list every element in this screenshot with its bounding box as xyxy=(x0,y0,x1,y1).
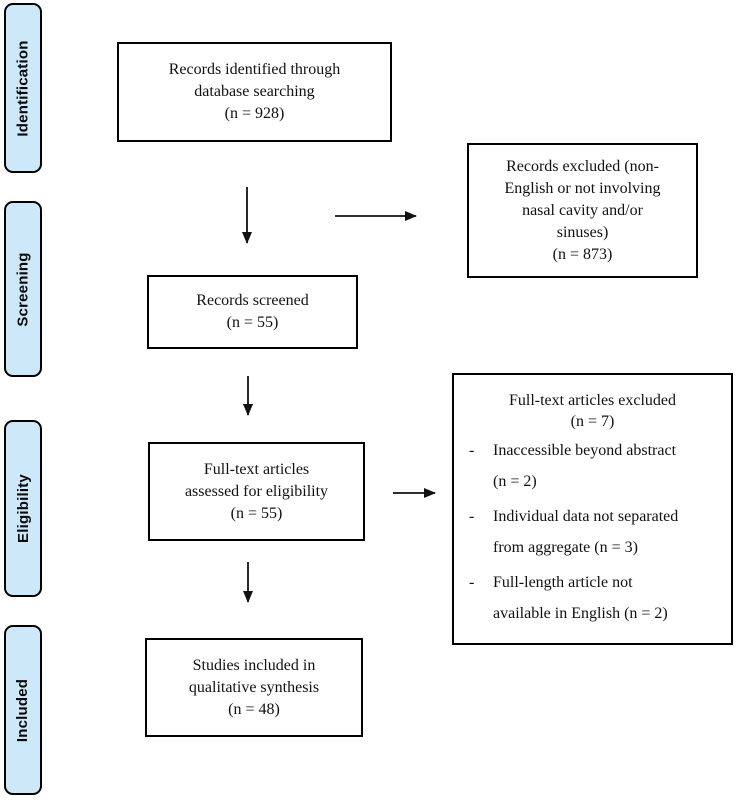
box-records-excluded: Records excluded (non- English or not in… xyxy=(467,143,698,278)
stage-label-eligibility: Eligibility xyxy=(14,474,32,543)
box-records-identified-text: Records identified through database sear… xyxy=(168,61,341,122)
box-studies-included-text: Studies included in qualitative synthesi… xyxy=(188,656,320,718)
box-fulltext-assessed-text: Full-text articles assessed for eligibil… xyxy=(184,460,329,522)
box-records-identified: Records identified through database sear… xyxy=(117,42,392,142)
reason-not-in-english: Full-length article not available in Eng… xyxy=(493,574,668,622)
box-studies-included: Studies included in qualitative synthesi… xyxy=(145,638,363,737)
stage-identification: Identification xyxy=(4,3,42,173)
list-item: - Individual data not separated from agg… xyxy=(469,501,727,563)
stage-screening: Screening xyxy=(4,201,42,377)
box-fulltext-assessed: Full-text articles assessed for eligibil… xyxy=(148,442,365,541)
bullet-dash: - xyxy=(469,508,475,525)
list-item: - Full-length article not available in E… xyxy=(469,567,727,629)
list-item: - Inaccessible beyond abstract (n = 2) xyxy=(469,435,727,497)
stage-label-screening: Screening xyxy=(14,251,32,327)
box-records-screened-text: Records screened (n = 55) xyxy=(196,292,309,331)
box-records-excluded-text: Records excluded (non- English or not in… xyxy=(504,157,661,263)
bullet-dash: - xyxy=(469,442,475,459)
stage-label-included: Included xyxy=(14,678,32,742)
box-records-screened: Records screened (n = 55) xyxy=(147,275,358,349)
fulltext-excluded-reasons: - Inaccessible beyond abstract (n = 2) -… xyxy=(454,435,731,633)
stage-eligibility: Eligibility xyxy=(4,420,42,597)
stage-label-identification: Identification xyxy=(14,39,32,137)
bullet-dash: - xyxy=(469,574,475,591)
box-fulltext-excluded-title: Full-text articles excluded (n = 7) xyxy=(508,392,677,430)
reason-not-separated: Individual data not separated from aggre… xyxy=(493,508,679,556)
box-fulltext-excluded: Full-text articles excluded (n = 7) - In… xyxy=(452,373,733,645)
stage-included: Included xyxy=(4,625,42,795)
reason-inaccessible: Inaccessible beyond abstract (n = 2) xyxy=(493,442,677,490)
